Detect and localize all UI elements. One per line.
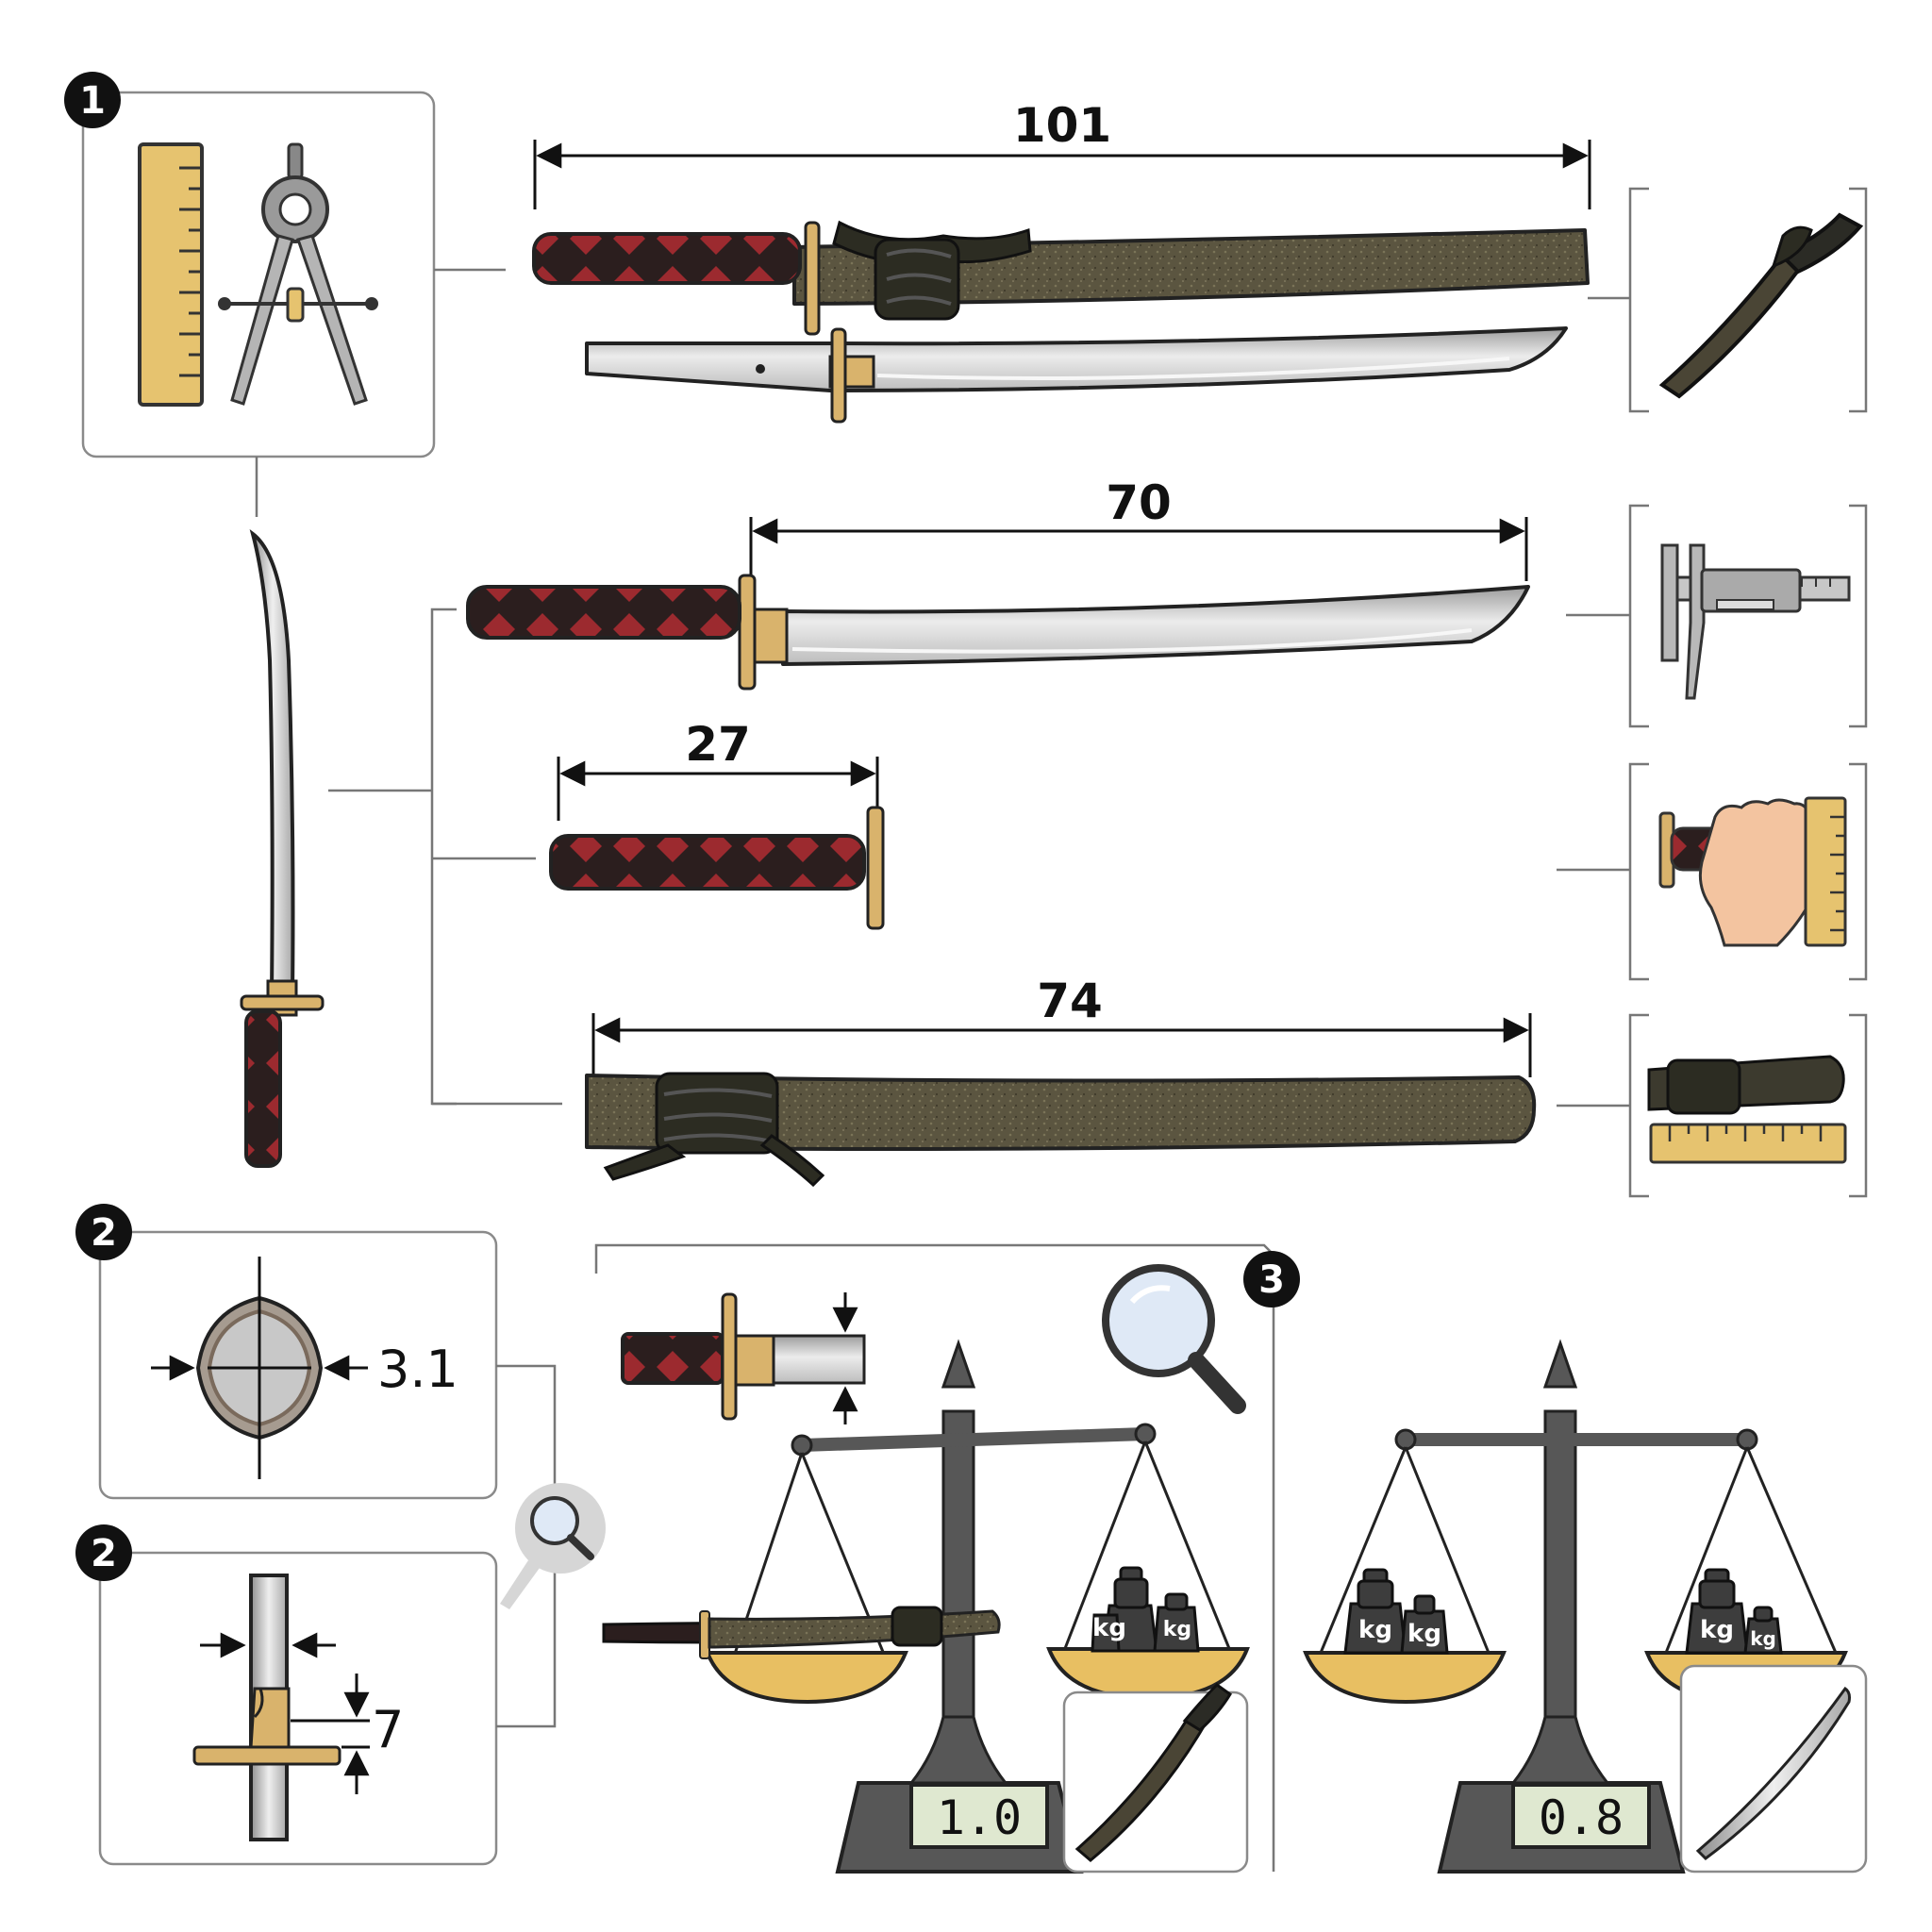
badge-1: 1 xyxy=(64,72,121,128)
badge-2a: 2 xyxy=(75,1204,132,1260)
compass-icon xyxy=(218,142,378,406)
svg-text:3.1: 3.1 xyxy=(377,1340,458,1399)
caliper-icon xyxy=(1660,543,1851,700)
svg-text:7: 7 xyxy=(372,1700,404,1759)
handle-length-dimension: 27 xyxy=(557,717,879,821)
svg-text:2: 2 xyxy=(91,1532,117,1575)
sheathed-sword-icon xyxy=(1658,212,1864,399)
blade-cross-section: 3.1 xyxy=(151,1257,458,1479)
sheathed-sword-on-pan xyxy=(602,1606,1001,1659)
sageo-cord xyxy=(832,220,1032,321)
svg-text:27: 27 xyxy=(685,717,751,772)
bracket xyxy=(1628,504,1649,728)
bracket xyxy=(1849,187,1868,413)
svg-text:1: 1 xyxy=(79,79,106,123)
svg-text:74: 74 xyxy=(1037,974,1103,1028)
bracket xyxy=(1849,762,1868,981)
component-bracket xyxy=(430,608,457,1106)
habaki-box xyxy=(98,1551,498,1866)
svg-text:kg: kg xyxy=(1163,1618,1191,1641)
sheathed-sword-icon xyxy=(1074,1683,1232,1862)
badge-2b: 2 xyxy=(75,1524,132,1581)
scabbard-length-dimension: 74 xyxy=(591,974,1532,1077)
bare-blade xyxy=(585,326,1568,424)
svg-text:kg: kg xyxy=(1750,1627,1776,1650)
svg-text:kg: kg xyxy=(1407,1620,1441,1648)
svg-text:101: 101 xyxy=(1013,98,1111,153)
svg-text:3: 3 xyxy=(1258,1258,1285,1302)
badge-3: 3 xyxy=(1243,1251,1300,1307)
svg-text:2: 2 xyxy=(91,1211,117,1255)
svg-text:kg: kg xyxy=(1700,1616,1734,1644)
handle xyxy=(549,806,885,930)
magnifier-icon xyxy=(1102,1264,1246,1414)
blade-width-detail xyxy=(621,1292,866,1424)
overall-length-dimension: 101 xyxy=(533,98,1591,209)
hand-icon xyxy=(1658,796,1847,947)
magnifier-icon xyxy=(500,1483,606,1609)
weighing-bracket xyxy=(594,1243,1275,1872)
bracket xyxy=(1628,187,1649,413)
sword-with-handle xyxy=(466,574,1530,691)
habaki-detail: 7 xyxy=(192,1574,404,1841)
sheathed-sword xyxy=(532,220,1590,336)
tools-box xyxy=(81,91,436,458)
scabbard-ruler-icon xyxy=(1647,1055,1847,1164)
bracket xyxy=(1849,504,1868,728)
svg-text:70: 70 xyxy=(1106,475,1172,530)
weight-icon: kg kg xyxy=(1685,1568,1783,1655)
bracket xyxy=(1628,762,1649,981)
sageo-cord xyxy=(603,1072,825,1188)
bracket xyxy=(1849,1013,1868,1198)
svg-text:kg: kg xyxy=(1358,1616,1392,1644)
svg-text:0.8: 0.8 xyxy=(1539,1790,1624,1845)
blade-length-dimension: 70 xyxy=(749,475,1528,581)
weight-icon: kg kg xyxy=(1343,1568,1449,1655)
bare-blade-icon xyxy=(1695,1686,1851,1860)
bracket xyxy=(1628,1013,1649,1198)
weight-icon: kg kg xyxy=(1091,1566,1200,1653)
svg-text:kg: kg xyxy=(1092,1614,1126,1642)
ruler-icon xyxy=(138,142,204,407)
svg-text:1.0: 1.0 xyxy=(937,1790,1022,1845)
vertical-sword xyxy=(240,528,325,1168)
blade-inset-box xyxy=(1679,1664,1868,1874)
scabbard xyxy=(585,1072,1537,1188)
